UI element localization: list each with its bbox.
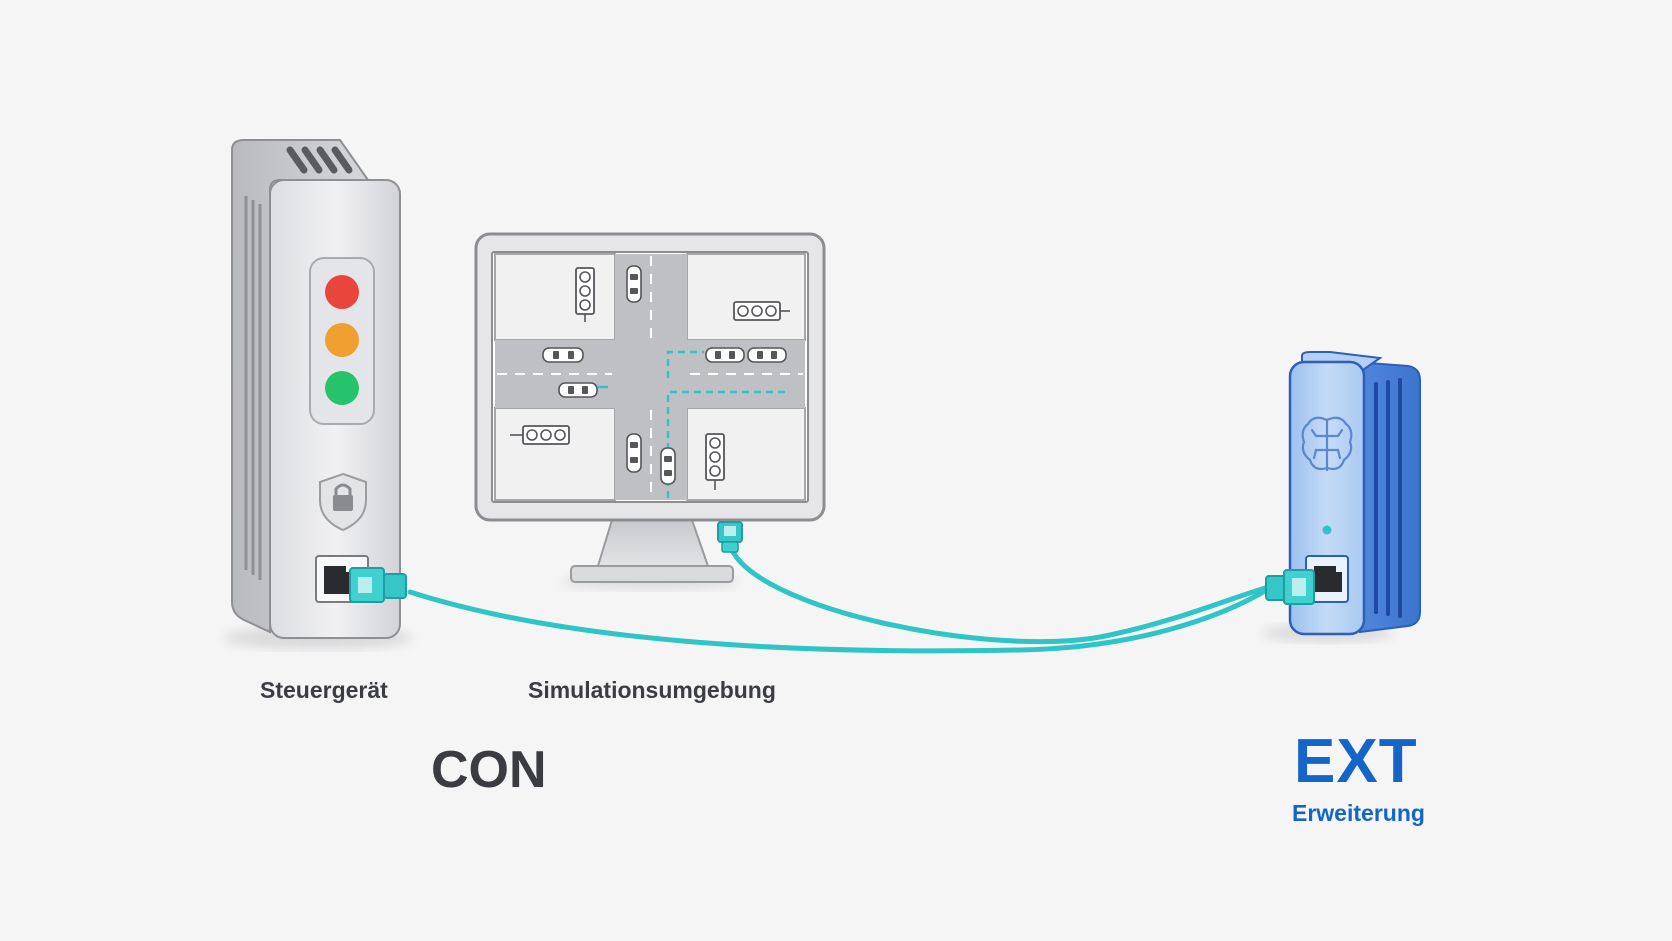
controller-cable-plug <box>349 567 407 603</box>
extension-device <box>1262 351 1421 641</box>
shield-lock-icon <box>319 472 367 532</box>
ext-sub-label: Erweiterung <box>1292 800 1425 826</box>
ext-label: EXT <box>1294 727 1418 796</box>
brain-icon <box>1301 416 1353 472</box>
simulation-label: Simulationsumgebung <box>528 677 776 703</box>
controller-label: Steuergerät <box>260 677 388 703</box>
extension-cable-plug <box>1265 569 1315 605</box>
extension-rj45-port-icon <box>1305 555 1349 603</box>
extension-side-fins <box>1374 378 1402 618</box>
monitor-cable-plug <box>717 521 743 553</box>
con-label: CON <box>431 741 547 799</box>
controller-top-vents <box>286 146 353 174</box>
cable-controller-to-extension <box>407 582 1278 654</box>
controller-side-grooves <box>244 196 262 580</box>
monitor-device <box>474 232 826 589</box>
network-cables <box>407 542 1278 654</box>
status-led-icon <box>1322 525 1332 535</box>
traffic-light-icon <box>309 257 375 425</box>
cable-monitor-to-extension <box>727 542 1278 645</box>
controller-device <box>223 139 413 648</box>
intersection-simulation <box>494 253 806 501</box>
